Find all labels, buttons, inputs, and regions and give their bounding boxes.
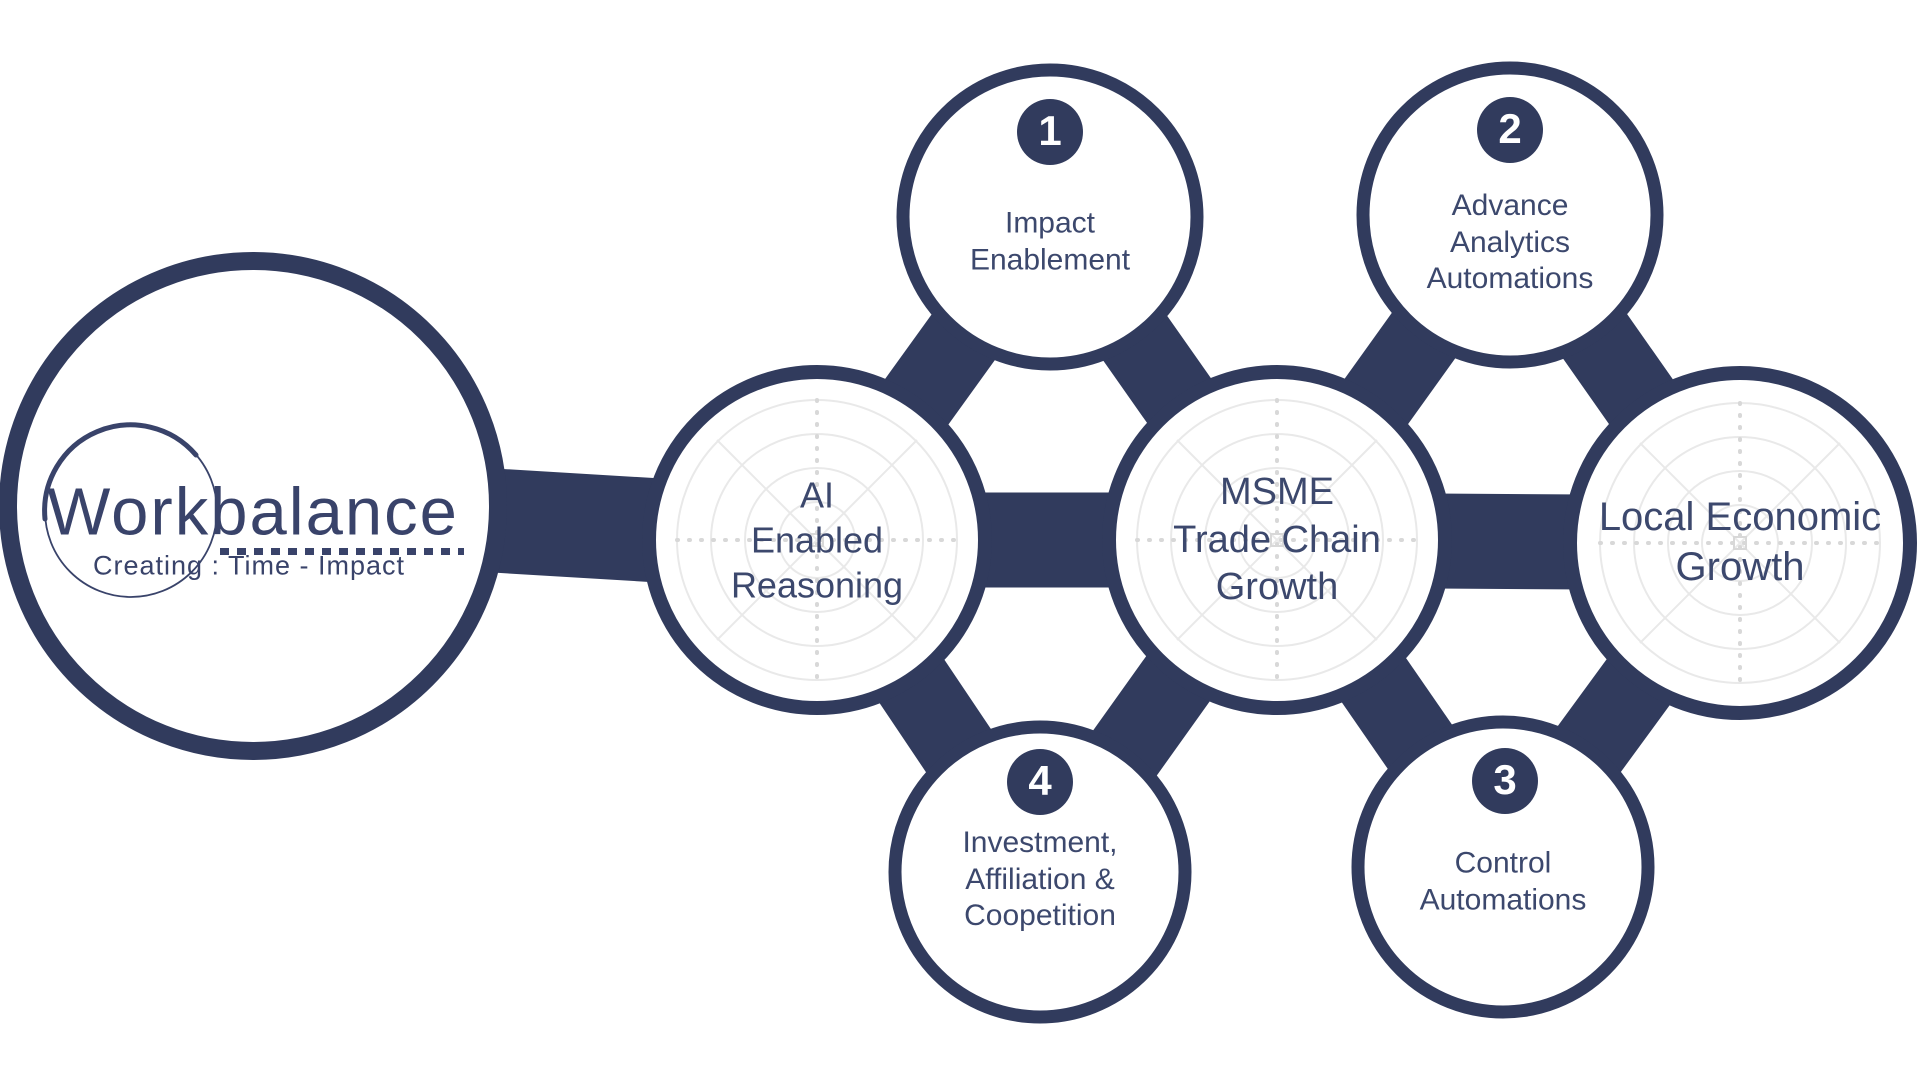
node-circle-logo	[0, 252, 507, 760]
badge-circle-2	[1477, 97, 1543, 163]
logo-swoosh	[42, 422, 218, 598]
badge-circle-1	[1017, 99, 1083, 165]
node-circle-investment	[888, 720, 1192, 1024]
node-circle-analytics	[1356, 61, 1664, 369]
badge-circle-3	[1472, 748, 1538, 814]
node-circle-control	[1351, 715, 1655, 1019]
node-circle-impact	[896, 63, 1204, 371]
badge-circle-4	[1007, 749, 1073, 815]
